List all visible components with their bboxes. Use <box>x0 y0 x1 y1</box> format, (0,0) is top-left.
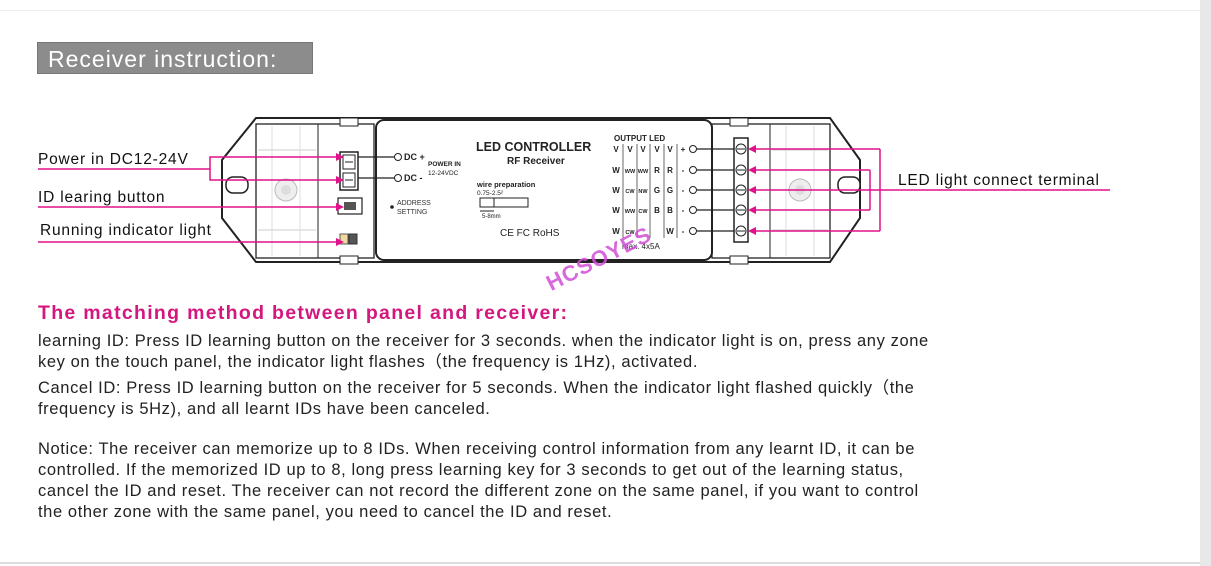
right-mount-slot <box>837 176 861 194</box>
learning-id-paragraph: learning ID: Press ID learning button on… <box>38 331 1138 373</box>
output-cell: B <box>654 206 660 215</box>
address-dot <box>390 205 394 209</box>
label-led-terminal: LED light connect terminal <box>898 172 1100 189</box>
output-cell: - <box>682 166 685 175</box>
power-in-range: 12-24VDC <box>428 170 459 177</box>
controller-subtitle: RF Receiver <box>507 156 565 167</box>
output-cell: WW <box>638 169 649 175</box>
output-lead-terminal <box>689 186 697 194</box>
output-cell: G <box>654 186 660 195</box>
paragraph-line: Cancel ID: Press ID learning button on t… <box>38 379 915 397</box>
paragraph-line: Notice: The receiver can memorize up to … <box>38 440 915 458</box>
controller-title: LED CONTROLLER <box>476 140 591 154</box>
output-cell: - <box>682 186 685 195</box>
wire-prep-label: wire preparation <box>476 180 536 189</box>
output-cell: CW <box>625 230 635 236</box>
callout-arrow <box>748 166 756 174</box>
output-cell: W <box>666 227 674 236</box>
dc-minus-label: DC - <box>404 173 423 183</box>
left-callout-arrows <box>336 153 344 246</box>
output-cell: WW <box>625 209 636 215</box>
output-cell: W <box>612 227 620 236</box>
wire-gauge-label: 0.75-2.5² <box>477 190 504 197</box>
paragraph-line: frequency is 5Hz), and all learnt IDs ha… <box>38 400 491 418</box>
output-cell: R <box>667 166 673 175</box>
output-cell: + <box>681 145 686 154</box>
paragraph-line: the other zone with the same panel, you … <box>38 503 613 521</box>
callout-arrow <box>748 145 756 153</box>
wire-length-label: 5-8mm <box>482 214 501 220</box>
setting-label: SETTING <box>397 209 427 216</box>
output-cell: W <box>612 186 620 195</box>
top-rule <box>0 10 1200 11</box>
output-cell: CW <box>638 209 648 215</box>
left-mount-slot <box>225 176 249 194</box>
output-cell: NW <box>638 189 648 195</box>
dc-plus-label: DC + <box>404 152 425 162</box>
wire-strip-diagram <box>479 197 529 208</box>
callout-arrow <box>748 206 756 214</box>
output-cell: - <box>682 227 685 236</box>
receiver-wiring-diagram: DC + DC - POWER IN 12-24VDC ADDRESS SETT… <box>38 117 1110 265</box>
power-in-label: POWER IN <box>428 161 461 168</box>
cert-marks: CE FC RoHS <box>500 228 560 239</box>
output-cell: V <box>613 145 619 154</box>
output-cell: V <box>640 145 646 154</box>
output-cell: W <box>612 206 620 215</box>
paragraph-line: key on the touch panel, the indicator li… <box>38 353 699 371</box>
paragraph-line: cancel the ID and reset. The receiver ca… <box>38 482 919 500</box>
output-cell: R <box>654 166 660 175</box>
label-power-in: Power in DC12-24V <box>38 151 189 168</box>
output-cell: W <box>612 166 620 175</box>
callout-arrow <box>748 186 756 194</box>
bottom-rule <box>0 562 1200 564</box>
label-id-learning-button: ID learing button <box>38 189 166 206</box>
section-heading: Receiver instruction: <box>37 42 313 74</box>
left-callout-lines <box>38 156 336 243</box>
output-cell: V <box>627 145 633 154</box>
right-end-cap <box>711 123 831 259</box>
output-cell: WW <box>625 169 636 175</box>
output-leads <box>689 145 734 235</box>
page-edge <box>1200 0 1211 566</box>
address-label: ADDRESS <box>397 200 431 207</box>
output-cell: V <box>667 145 673 154</box>
output-lead-terminal <box>689 145 697 153</box>
max-rating-label: max. 4x5A <box>622 242 660 251</box>
notice-paragraph: Notice: The receiver can memorize up to … <box>38 439 1138 523</box>
section-heading-text: Receiver instruction: <box>48 46 278 72</box>
output-lead-terminal <box>689 166 697 174</box>
paragraph-line: controlled. If the memorized ID up to 8,… <box>38 461 904 479</box>
output-cell: CW <box>625 189 635 195</box>
output-cell: B <box>667 206 673 215</box>
paragraph-line: learning ID: Press ID learning button on… <box>38 332 929 350</box>
output-led-title: OUTPUT LED <box>614 134 665 143</box>
matching-method-title: The matching method between panel and re… <box>38 302 569 324</box>
cancel-id-paragraph: Cancel ID: Press ID learning button on t… <box>38 378 1138 420</box>
right-callout-lines <box>756 148 1110 232</box>
output-lead-terminal <box>689 206 697 214</box>
output-lead-terminal <box>689 227 697 235</box>
callout-arrow <box>748 227 756 235</box>
output-cell: G <box>667 186 673 195</box>
label-running-indicator: Running indicator light <box>40 222 212 239</box>
output-cell: - <box>682 206 685 215</box>
output-cell: V <box>654 145 660 154</box>
right-callout-arrows <box>748 145 756 235</box>
indicator-light-led <box>339 233 349 245</box>
